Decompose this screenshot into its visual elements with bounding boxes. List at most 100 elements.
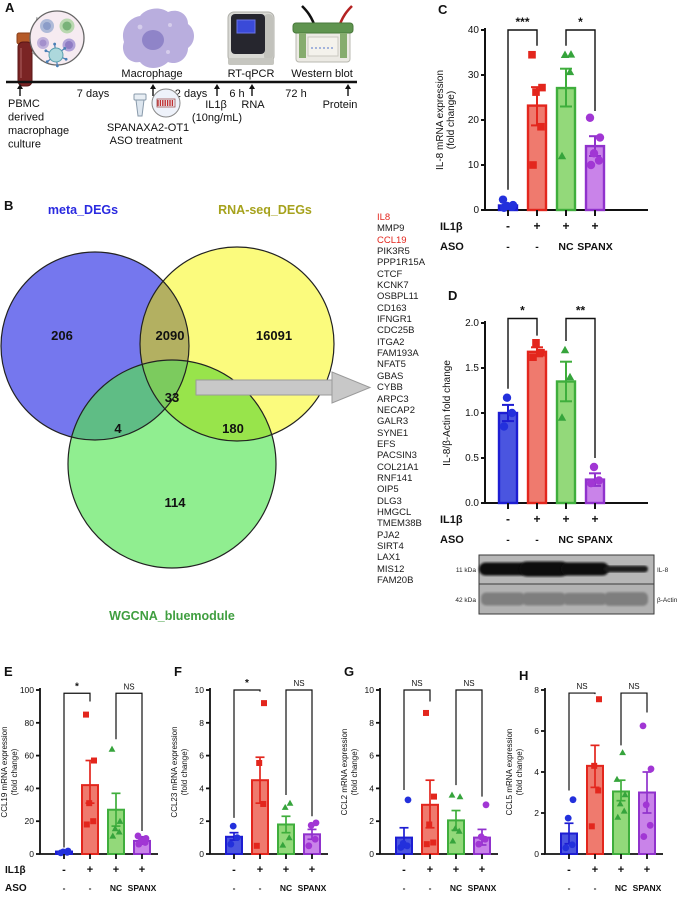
data-point [261, 700, 267, 707]
y-tick-label: 1.0 [465, 408, 479, 419]
row1-value: + [644, 864, 650, 876]
sig-bracket [285, 689, 313, 817]
data-point [311, 835, 319, 843]
y-tick-label: 20 [25, 816, 35, 826]
data-point [477, 833, 485, 841]
data-point [404, 796, 412, 804]
row1-value: + [533, 219, 540, 233]
y-tick-label: 0 [199, 849, 204, 859]
gene-item: PPP1R15A [377, 257, 426, 269]
row1-label: IL1β [5, 865, 26, 876]
row2-value: - [259, 883, 262, 893]
data-point [430, 839, 437, 846]
data-point [108, 745, 116, 752]
y-axis-label: IL-8/β-Actin fold change [442, 360, 453, 466]
y-tick-label: 20 [468, 115, 480, 126]
row2-value: - [429, 883, 432, 893]
gene-item: CDC25B [377, 325, 415, 337]
data-point [639, 722, 647, 730]
data-point [565, 372, 575, 381]
data-point [286, 799, 294, 806]
sig-label: NS [293, 679, 304, 688]
data-point [529, 353, 537, 361]
blot-band-il8 [604, 565, 648, 573]
y-tick-label: 0 [29, 849, 34, 859]
row1-value: - [62, 864, 66, 876]
gene-item: EFS [377, 438, 396, 450]
row1-value: + [257, 864, 263, 876]
y-tick-label: 0 [369, 849, 374, 859]
sig-label: NS [463, 679, 474, 688]
pbmc-label: culture [8, 139, 41, 151]
aso-treatment-label: SPANAXA2-OT1 [107, 122, 189, 134]
data-point [532, 88, 540, 96]
data-point [614, 813, 622, 820]
row2-value: - [594, 883, 597, 893]
row2-value: SPANX [468, 883, 497, 893]
y-axis-label: (fold change) [10, 748, 19, 795]
row1-value: + [562, 512, 569, 526]
data-point [482, 801, 490, 809]
data-point [431, 793, 437, 800]
venn-title-meta: meta_DEGs [48, 203, 118, 217]
data-point [90, 818, 97, 825]
y-axis-label: (fold change) [350, 748, 359, 795]
gene-item: GALR3 [377, 416, 409, 428]
sig-bracket [565, 29, 596, 111]
protein-label: β-Actin [657, 597, 678, 604]
aso-tube-icon [133, 88, 181, 118]
panel-h-label: H [519, 668, 529, 683]
chart-G-svg: CCL2 mRNA expression(fold change)0246810… [340, 679, 498, 893]
row1-value: + [113, 864, 119, 876]
data-point [312, 819, 320, 827]
sig-label: *** [515, 15, 529, 29]
pbmc-label: PBMC [8, 98, 40, 110]
row1-value: + [591, 512, 598, 526]
y-tick-label: 60 [25, 751, 35, 761]
row1-value: + [453, 864, 459, 876]
gene-item: HMGCL [377, 506, 412, 518]
sig-bracket [565, 317, 596, 458]
gene-item: FAM193A [377, 348, 419, 360]
sig-label: * [75, 681, 79, 692]
gene-item: IL8 [377, 212, 391, 223]
row1-label: IL1β [440, 221, 463, 233]
row2-value: NC [615, 883, 627, 893]
y-tick-label: 2 [199, 816, 204, 826]
gene-item: KCNK7 [377, 280, 409, 292]
blood-tube-icon [16, 32, 34, 87]
data-point [109, 832, 117, 839]
y-tick-label: 10 [195, 685, 205, 695]
y-tick-label: 4 [369, 783, 374, 793]
row1-value: - [506, 219, 510, 233]
sig-bracket [568, 692, 596, 791]
y-axis-label: CCL5 mRNA expression [505, 729, 514, 816]
y-tick-label: 0.0 [465, 498, 479, 509]
blot-band-il8 [561, 562, 609, 576]
data-point [595, 787, 602, 794]
timeline-arrow-icon [17, 84, 23, 89]
y-tick-label: 0 [473, 205, 479, 216]
y-tick-label: 30 [468, 70, 480, 81]
venn-count-wgcna: 114 [165, 495, 187, 510]
row2-value: - [233, 883, 236, 893]
blot-band-il8 [479, 562, 527, 576]
duration-label: 72 h [285, 88, 306, 100]
blot-band-bactin [481, 592, 525, 606]
data-point [508, 200, 518, 210]
data-point [586, 160, 596, 170]
western-blot-tank-icon [292, 5, 354, 63]
sig-bracket [455, 689, 483, 797]
data-point [619, 749, 626, 756]
data-point [569, 796, 577, 804]
data-point [134, 832, 142, 840]
panel-b-label: B [4, 198, 14, 213]
row2-label: ASO [5, 883, 27, 894]
data-point [568, 841, 576, 849]
